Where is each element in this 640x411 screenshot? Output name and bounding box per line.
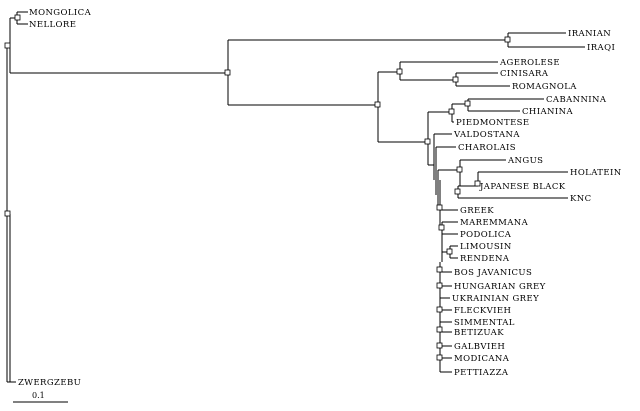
- leaf-label-agerolese: AGEROLESE: [499, 58, 560, 68]
- backbone-branch: [433, 133, 452, 180]
- scale-bar-label: 0.1: [32, 391, 45, 400]
- node-marker: [436, 266, 443, 273]
- node-marker: [4, 42, 11, 49]
- node-marker: [452, 76, 459, 83]
- node-marker: [436, 354, 443, 361]
- node-marker: [436, 282, 443, 289]
- limousin-rendena-branch: [441, 230, 458, 262]
- leaf-label-galbvieh: GALBVIEH: [454, 342, 505, 352]
- node-marker: [436, 326, 443, 333]
- node-marker: [448, 108, 455, 115]
- leaf-label-maremmana: MAREMMANA: [460, 218, 529, 228]
- leaf-label-hungarian-grey: HUNGARIAN GREY: [454, 282, 546, 292]
- node-marker: [396, 68, 403, 75]
- node-marker: [446, 248, 453, 255]
- leaf-label-betizuak: BETIZUAK: [454, 328, 504, 338]
- node-marker: [438, 224, 445, 231]
- node-marker: [224, 69, 231, 76]
- node-marker: [504, 36, 511, 43]
- leaf-label-iranian: IRANIAN: [568, 29, 611, 39]
- leaf-label-nellore: NELLORE: [29, 20, 76, 30]
- leaf-label-holatein: HOLATEIN: [570, 168, 622, 178]
- leaf-label-fleckvieh: FLECKVIEH: [454, 306, 511, 316]
- italian-clade-branch: [377, 71, 428, 143]
- leaf-label-rendena: RENDENA: [460, 254, 510, 264]
- node-marker: [436, 204, 443, 211]
- node-marker: [424, 138, 431, 145]
- tree-branches: [6, 11, 585, 383]
- leaf-label-charolais: CHAROLAIS: [458, 143, 516, 153]
- node-marker: [474, 180, 481, 187]
- leaf-label-japanese-black: JAPANESE BLACK: [479, 182, 566, 192]
- node-marker: [436, 306, 443, 313]
- angus-holatein-branch: [437, 169, 460, 210]
- leaf-label-angus: ANGUS: [507, 156, 543, 166]
- node-marker: [4, 210, 11, 217]
- scale-bar: 0.1: [13, 391, 68, 403]
- leaf-labels: MONGOLICA NELLORE IRANIAN IRAQI AGEROLES…: [18, 8, 622, 388]
- lower-clade-branch: [9, 214, 16, 383]
- node-marker: [374, 101, 381, 108]
- leaf-label-podolica: PODOLICA: [460, 230, 512, 240]
- leaf-label-valdostana: VALDOSTANA: [453, 130, 520, 140]
- leaf-label-greek: GREEK: [460, 206, 494, 216]
- leaf-label-chianina: CHIANINA: [522, 107, 573, 117]
- leaf-label-knc: KNC: [570, 194, 592, 204]
- leaf-label-iraqi: IRAQI: [587, 43, 615, 53]
- node-markers: [4, 14, 511, 361]
- leaf-label-mongolica: MONGOLICA: [29, 8, 92, 18]
- leaf-label-ukrainian-grey: UKRAINIAN GREY: [452, 294, 539, 304]
- leaf-label-simmental: SIMMENTAL: [454, 318, 515, 328]
- leaf-label-cinisara: CINISARA: [500, 69, 549, 79]
- leaf-label-pettiazza: PETTIAZZA: [454, 368, 509, 378]
- leaf-label-piedmontese: PIEDMONTESE: [456, 118, 530, 128]
- node-marker: [14, 14, 21, 21]
- backbone-2-branch: [435, 146, 456, 195]
- leaf-label-modicana: MODICANA: [454, 354, 510, 364]
- node-marker: [436, 342, 443, 349]
- leaf-label-zwergzebu: ZWERGZEBU: [18, 378, 81, 388]
- agerolese-group-branch: [399, 61, 498, 81]
- node-marker: [464, 100, 471, 107]
- lower-taurine-branch: [427, 111, 452, 166]
- node-marker: [456, 166, 463, 173]
- node-marker: [454, 188, 461, 195]
- leaf-label-romagnola: ROMAGNOLA: [512, 82, 577, 92]
- leaf-label-limousin: LIMOUSIN: [460, 242, 512, 252]
- leaf-label-cabannina: CABANNINA: [546, 95, 607, 105]
- leaf-label-bos-javanicus: BOS JAVANICUS: [454, 268, 532, 278]
